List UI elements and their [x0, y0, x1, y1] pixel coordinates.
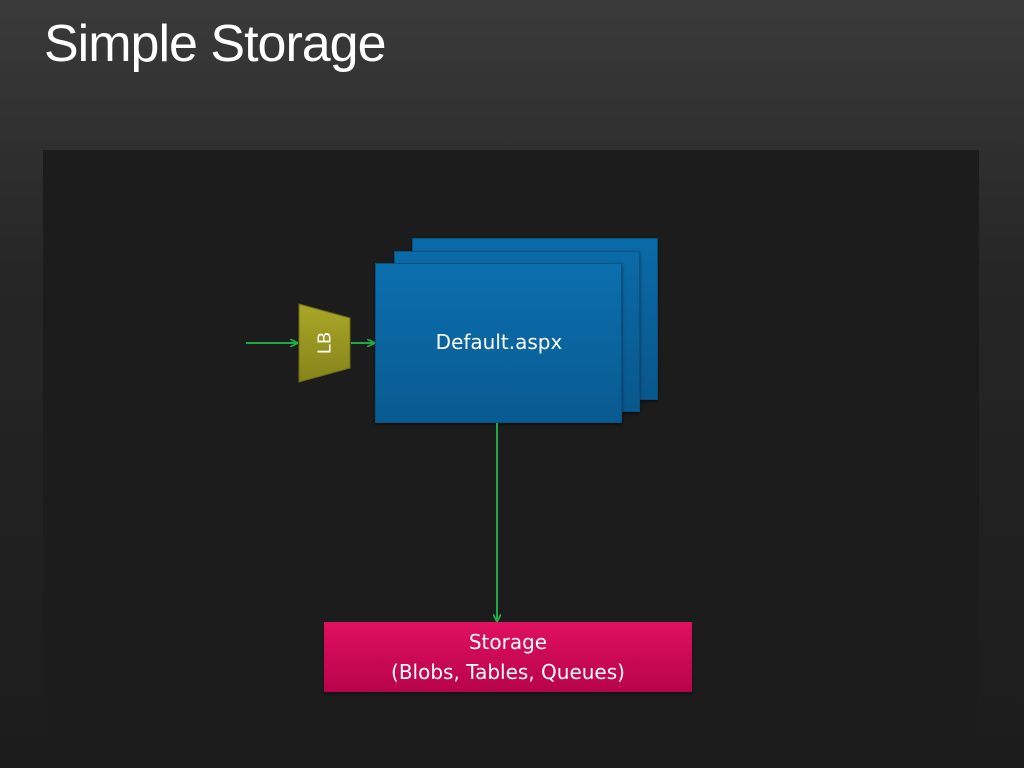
- load-balancer-label: LB: [315, 332, 336, 354]
- slide-title: Simple Storage: [44, 15, 387, 73]
- storage-label: Storage: [468, 630, 548, 654]
- storage-types-label: (Blobs, Tables, Queues): [391, 660, 625, 684]
- web-instance-front: Default.aspx: [375, 263, 622, 423]
- load-balancer-shape: [298, 303, 351, 383]
- web-role-label: Default.aspx: [435, 330, 563, 354]
- storage-box: Storage (Blobs, Tables, Queues): [324, 622, 692, 692]
